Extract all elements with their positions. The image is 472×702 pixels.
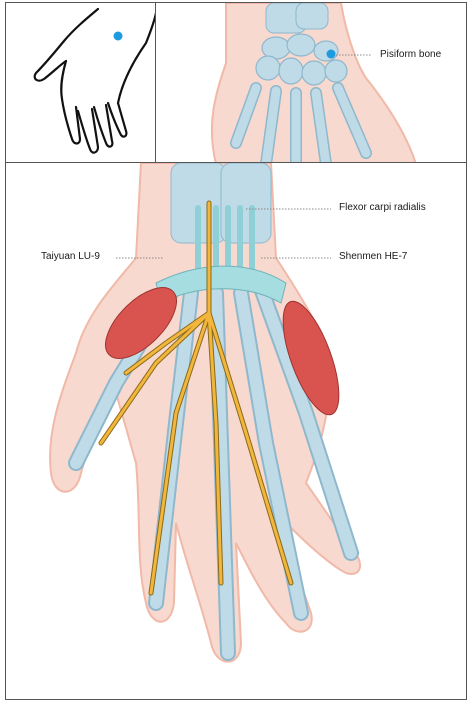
- label-flexor-carpi-radialis: Flexor carpi radialis: [339, 202, 426, 213]
- hand-anatomy-illustration: [49, 163, 361, 663]
- wrist-skeleton-panel: Pisiform bone: [155, 2, 467, 164]
- hand-sketch-panel: [5, 2, 157, 163]
- leader-lines: [116, 208, 331, 259]
- median-nerve: [98, 200, 294, 596]
- flexor-tendons: [195, 205, 255, 276]
- wrist-skeleton-illustration: [210, 3, 418, 164]
- ulna-bone: [220, 163, 272, 244]
- pisiform-marker-dot: [113, 31, 123, 41]
- pisiform-marker-dot-skeleton: [326, 49, 336, 59]
- label-taiyuan: Taiyuan LU-9: [41, 251, 100, 262]
- hypothenar-muscle: [282, 300, 340, 416]
- hand-outline-sketch: [33, 7, 157, 154]
- hand-anatomy-panel: Flexor carpi radialis Taiyuan LU-9 Shenm…: [5, 162, 467, 700]
- transverse-carpal-ligament: [155, 265, 287, 304]
- label-pisiform-bone: Pisiform bone: [380, 49, 442, 60]
- thenar-muscle: [105, 287, 177, 359]
- label-shenmen: Shenmen HE-7: [339, 251, 408, 262]
